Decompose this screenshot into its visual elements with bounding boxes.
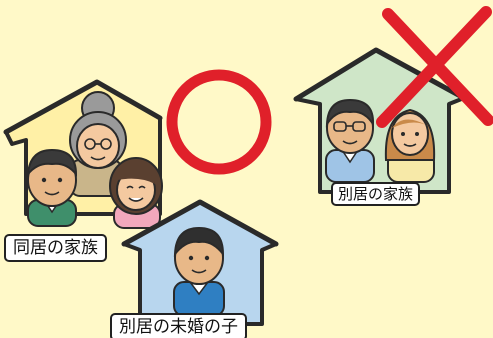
label-family-living-separately: 別居の家族 <box>331 182 421 206</box>
young-man-figure <box>173 226 225 317</box>
cross-mark <box>376 6 493 128</box>
grandmother-figure <box>69 91 127 197</box>
circle-mark <box>166 69 272 175</box>
woman-long-hair-figure <box>384 108 436 183</box>
man-with-glasses-figure <box>325 98 375 183</box>
woman-figure-right <box>109 157 163 229</box>
label-family-living-together: 同居の家族 <box>4 234 107 262</box>
man-figure-left <box>26 148 78 227</box>
label-unmarried-child-living-separately: 別居の未婚の子 <box>110 313 247 338</box>
